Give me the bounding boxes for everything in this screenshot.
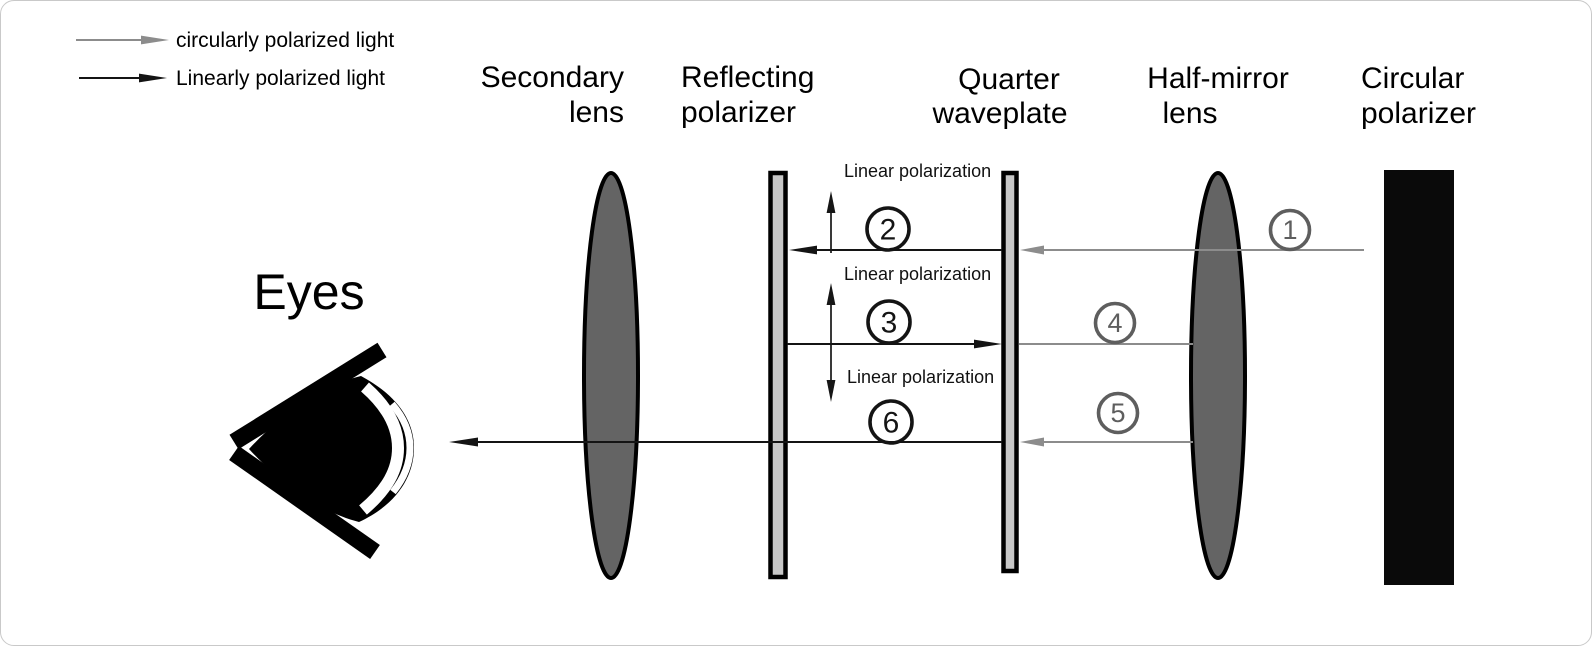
- ray-1: [1020, 245, 1364, 255]
- svg-text:5: 5: [1110, 398, 1125, 428]
- quarter-waveplate-label-line2: waveplate: [931, 97, 1067, 130]
- half-mirror-lens-label-line2: lens: [1162, 97, 1217, 130]
- reflecting-polarizer-label-line2: polarizer: [681, 96, 796, 129]
- circular-light-arrow-icon: [76, 35, 169, 45]
- polarization-arrow-up-icon: [826, 191, 836, 253]
- secondary-lens-label-line2: lens: [569, 96, 624, 129]
- ray-5-arrowhead-icon: [1020, 437, 1044, 447]
- ray-2-arrowhead-icon: [789, 245, 817, 255]
- ray-2: [789, 245, 1002, 255]
- ray-3: [787, 339, 1002, 349]
- half-mirror-lens-shape: [1189, 171, 1247, 580]
- circular-polarizer-label: Circular polarizer: [1361, 62, 1476, 130]
- ray-1-arrowhead-icon: [1020, 245, 1044, 255]
- quarter-waveplate-label-line1: Quarter: [958, 63, 1060, 96]
- legend: circularly polarized light Linearly pola…: [76, 29, 394, 90]
- secondary-lens-label: Secondary lens: [481, 61, 624, 129]
- circular-polarizer-shape: [1384, 170, 1454, 585]
- annotation-linear-polarization-3: Linear polarization: [847, 367, 994, 387]
- legend-linear-label: Linearly polarized light: [176, 67, 385, 90]
- polarization-arrow-double-icon: [826, 283, 836, 402]
- secondary-lens-label-line1: Secondary: [481, 61, 624, 94]
- svg-text:2: 2: [880, 214, 897, 247]
- step-circle-3: 3: [866, 299, 912, 345]
- step-circle-2: 2: [865, 206, 911, 252]
- ray-5: [1020, 437, 1193, 447]
- reflecting-polarizer-label: Reflecting polarizer: [681, 61, 814, 129]
- svg-text:4: 4: [1107, 308, 1122, 338]
- linear-light-arrow-icon: [79, 73, 167, 83]
- ray-3-arrowhead-icon: [974, 339, 1002, 349]
- step-circle-1: 1: [1268, 208, 1312, 252]
- step-circle-4: 4: [1093, 301, 1137, 345]
- quarter-waveplate-shape: [1001, 170, 1019, 574]
- step-circle-5: 5: [1096, 391, 1140, 435]
- eyes-label: Eyes: [253, 264, 364, 320]
- reflecting-polarizer-label-line1: Reflecting: [681, 61, 814, 94]
- component-labels: Secondary lens Reflecting polarizer Quar…: [481, 61, 1477, 130]
- svg-text:3: 3: [881, 307, 898, 340]
- half-mirror-lens-label-line1: Half-mirror: [1147, 62, 1289, 95]
- half-mirror-lens-label: Half-mirror lens: [1147, 62, 1289, 130]
- annotation-linear-polarization-1: Linear polarization: [844, 161, 991, 181]
- step-circle-6: 6: [868, 399, 914, 445]
- circular-polarizer-label-line2: polarizer: [1361, 97, 1476, 130]
- circular-polarizer-label-line1: Circular: [1361, 62, 1464, 95]
- ray-6-arrowhead-icon: [449, 437, 478, 447]
- eye-icon: [229, 342, 414, 559]
- annotation-linear-polarization-2: Linear polarization: [844, 264, 991, 284]
- legend-circular-label: circularly polarized light: [176, 29, 394, 52]
- svg-text:6: 6: [883, 407, 900, 440]
- reflecting-polarizer-shape: [768, 170, 788, 580]
- svg-text:1: 1: [1282, 215, 1297, 245]
- secondary-lens-shape: [582, 171, 640, 580]
- ray-6: [449, 437, 1002, 447]
- quarter-waveplate-label: Quarter waveplate: [931, 63, 1067, 130]
